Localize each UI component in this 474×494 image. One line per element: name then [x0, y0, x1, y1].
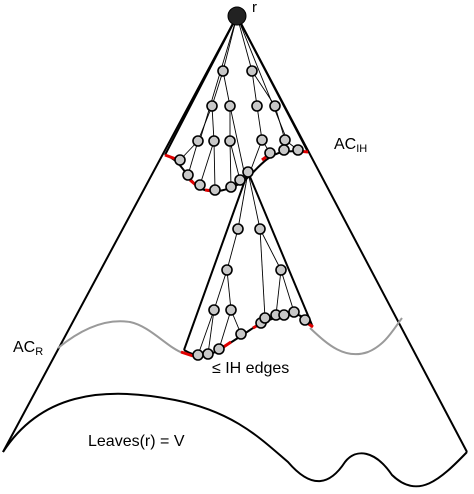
- tree-node: [264, 147, 276, 159]
- ac-ih-red-edge: [164, 153, 177, 161]
- tree-node: [256, 134, 268, 146]
- tree-node: [278, 144, 290, 156]
- tree-node: [225, 181, 237, 193]
- tree-node: [288, 306, 300, 318]
- tree-node: [224, 100, 236, 112]
- tree-node: [209, 184, 221, 196]
- tree-node: [225, 304, 237, 316]
- tree-node: [299, 314, 311, 326]
- tree-node: [242, 166, 254, 178]
- tree-node: [232, 223, 244, 235]
- ac-ih-label-main: AC: [334, 136, 356, 153]
- tree-node: [182, 169, 194, 181]
- ac-ih-label-sub: IH: [356, 143, 367, 155]
- tree-node: [235, 328, 247, 340]
- ac-r-curve: [57, 317, 403, 356]
- tree-node: [279, 134, 291, 146]
- tree-node: [224, 135, 236, 147]
- ac-ih-red-edge: [261, 155, 267, 162]
- tree-node: [251, 100, 263, 112]
- leaves-curve: [2, 392, 468, 488]
- ac-r-label-main: AC: [13, 339, 35, 356]
- tree-node: [278, 309, 290, 321]
- lower-tree-nodes: [192, 223, 311, 361]
- tree-node: [192, 135, 204, 147]
- tree-node: [202, 348, 214, 360]
- lower-triangle-left-side: [183, 171, 249, 351]
- tree-node: [275, 264, 287, 276]
- ac-ih-label: ACIH: [334, 136, 367, 155]
- ih-triangle-right-side: [236, 15, 309, 153]
- tree-node: [259, 312, 271, 324]
- tree-node: [213, 343, 225, 355]
- tree-node: [174, 154, 186, 166]
- tree-node: [208, 304, 220, 316]
- tree-node: [246, 65, 258, 77]
- ac-r-label-sub: R: [35, 346, 43, 358]
- lower-triangle-bottom-curve: [183, 313, 313, 357]
- tree-node: [269, 100, 281, 112]
- ih-triangle-left-side: [164, 15, 238, 156]
- leaves-label: Leaves(r) = V: [88, 433, 185, 450]
- tree-node: [234, 174, 246, 186]
- outer-triangle: [2, 15, 468, 453]
- tree-node: [206, 100, 218, 112]
- tree-node: [217, 65, 229, 77]
- ac-r-label: ACR: [13, 339, 43, 358]
- upper-tree-nodes: [174, 65, 304, 196]
- upper-tree-edges: [179, 15, 299, 191]
- tree-node: [221, 264, 233, 276]
- lower-triangle-right-side: [247, 171, 313, 326]
- tree-node: [292, 144, 304, 156]
- tree-node: [192, 349, 204, 361]
- root-label: r: [252, 0, 257, 16]
- ih-edges-label: ≤ IH edges: [212, 360, 289, 377]
- tree-node: [208, 135, 220, 147]
- tree-node: [254, 223, 266, 235]
- root-node: [227, 6, 247, 26]
- ih-red-edge: [180, 350, 194, 358]
- tree-node: [194, 179, 206, 191]
